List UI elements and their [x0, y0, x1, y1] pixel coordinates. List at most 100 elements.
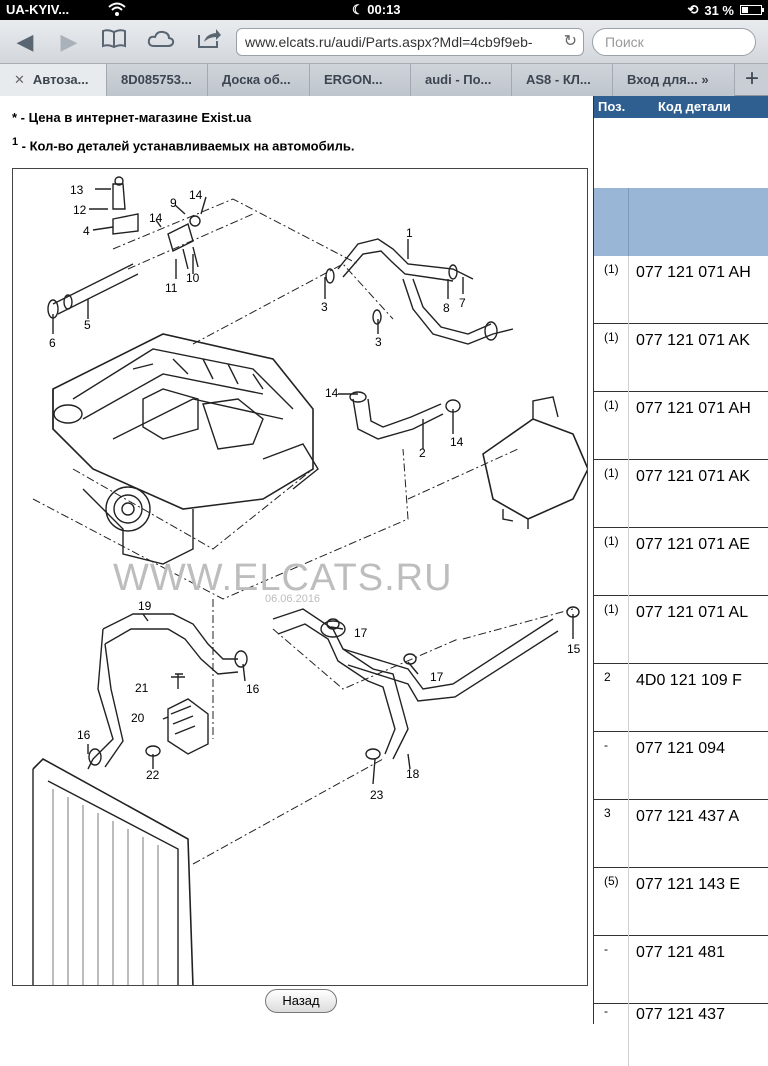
- callout-6: 6: [49, 336, 56, 350]
- table-row[interactable]: (1) 077 121 071 AH: [594, 392, 768, 460]
- callout-9: 9: [170, 196, 177, 210]
- callout-8: 8: [443, 301, 450, 315]
- row-pos: -: [604, 1004, 608, 1018]
- tab-7[interactable]: Вход для... »: [613, 64, 735, 96]
- row-code[interactable]: 077 121 481: [636, 944, 725, 961]
- callout-15: 15: [567, 642, 581, 656]
- callout-21: 21: [135, 681, 149, 695]
- callout-5: 5: [84, 318, 91, 332]
- search-input[interactable]: Поиск: [592, 28, 756, 56]
- parts-diagram: 1 2 3 3 4 5 6 7 8 9 10 11 12 13 14 14 14…: [12, 168, 588, 986]
- table-row[interactable]: (5)077 121 143 E: [594, 868, 768, 936]
- table-row[interactable]: - 077 121 481: [594, 936, 768, 1004]
- bookmarks-icon[interactable]: [99, 27, 129, 57]
- row-code[interactable]: 077 121 071 AE: [636, 536, 750, 553]
- table-row[interactable]: (1) 077 121 071 AE: [594, 528, 768, 596]
- callout-13: 13: [70, 183, 84, 197]
- diagram-callouts: 1 2 3 3 4 5 6 7 8 9 10 11 12 13 14 14 14…: [49, 183, 581, 802]
- row-code[interactable]: 077 121 071 AK: [636, 332, 750, 349]
- table-row[interactable]: (1)077 121 071 AK: [594, 460, 768, 528]
- url-bar[interactable]: www.elcats.ru/audi/Parts.aspx?Mdl=4cb9f9…: [236, 28, 584, 56]
- row-code[interactable]: 077 121 071 AH: [636, 264, 751, 281]
- back-button[interactable]: Назад: [265, 989, 337, 1013]
- reload-icon[interactable]: ↻: [563, 33, 577, 50]
- row-code[interactable]: 077 121 437: [636, 1006, 725, 1023]
- callout-3: 3: [321, 300, 328, 314]
- tab-label: Автоза...: [32, 72, 89, 87]
- row-pos: (1): [604, 330, 619, 344]
- tab-label: Доска об...: [222, 72, 291, 87]
- row-pos: (1): [604, 602, 619, 616]
- row-code[interactable]: 077 121 071 AL: [636, 604, 749, 621]
- callout-11: 11: [165, 281, 178, 295]
- price-note: * - Цена в интернет-магазине Exist.ua: [12, 110, 252, 125]
- battery-percent: 31 %: [704, 2, 734, 18]
- wifi-icon: [108, 1, 126, 20]
- row-pos: (1): [604, 534, 619, 548]
- tab-1[interactable]: ✕ Автоза...: [0, 64, 107, 96]
- header-code: Код детали: [658, 99, 731, 114]
- row-pos: -: [604, 738, 608, 752]
- table-row[interactable]: - 077 121 437: [594, 998, 768, 1066]
- callout-23: 23: [370, 788, 384, 802]
- tab-label: audi - По...: [425, 72, 492, 87]
- tab-6[interactable]: AS8 - КЛ...: [512, 64, 613, 96]
- tab-4[interactable]: ERGON...: [310, 64, 411, 96]
- tab-5[interactable]: audi - По...: [411, 64, 512, 96]
- share-icon[interactable]: [194, 27, 224, 57]
- table-row[interactable]: - 077 121 094: [594, 732, 768, 800]
- row-code[interactable]: 077 121 071 AH: [636, 400, 751, 417]
- back-arrow-icon[interactable]: ◀: [16, 29, 34, 54]
- callout-18: 18: [406, 767, 420, 781]
- table-row[interactable]: (1) 077 121 071 AH: [594, 256, 768, 324]
- time-label: 00:13: [367, 2, 401, 17]
- row-code[interactable]: 4D0 121 109 F: [636, 672, 742, 689]
- callout-4: 4: [83, 224, 90, 238]
- callout-19: 19: [138, 599, 152, 613]
- more-tabs-icon[interactable]: »: [701, 72, 709, 87]
- tab-2[interactable]: 8D085753...: [107, 64, 208, 96]
- new-tab-icon[interactable]: +: [744, 65, 759, 92]
- callout-10: 10: [186, 271, 200, 285]
- callout-7: 7: [459, 296, 466, 310]
- table-header: Поз. Код детали: [594, 96, 768, 118]
- table-row[interactable]: (1) 077 121 071 AK: [594, 324, 768, 392]
- row-pos: (1): [604, 398, 619, 412]
- tab-3[interactable]: Доска об...: [208, 64, 310, 96]
- callout-14c: 14: [325, 386, 339, 400]
- callout-3b: 3: [375, 335, 382, 349]
- row-code[interactable]: 077 121 143 E: [636, 876, 741, 893]
- row-pos: (1): [604, 262, 619, 276]
- table-row[interactable]: (1) 077 121 071 AL: [594, 596, 768, 664]
- callout-14a: 14: [189, 188, 203, 202]
- callout-16a: 16: [246, 682, 260, 696]
- carrier-label: UA-KYIV...: [6, 2, 70, 17]
- parts-table: Поз. Код детали (1) 077 121 071 AH (1) 077…: [593, 96, 768, 1066]
- header-pos: Поз.: [598, 99, 626, 114]
- callout-16b: 16: [77, 728, 91, 742]
- tab-bar: ✕ Автоза... 8D085753... Доска об... ERGON…: [0, 64, 768, 96]
- status-bar: UA-KYIV... ☾ 00:13 ⟲ 31 %: [0, 0, 768, 20]
- callout-12: 12: [73, 203, 87, 217]
- callout-14d: 14: [450, 435, 464, 449]
- row-pos: -: [604, 942, 608, 956]
- close-tab-icon[interactable]: ✕: [14, 72, 25, 87]
- icloud-icon[interactable]: [146, 27, 176, 57]
- clock: ☾ 00:13: [352, 2, 401, 18]
- tab-label: ERGON...: [324, 72, 383, 87]
- browser-toolbar: ◀ ▶ www.elcats.ru/audi/Parts.aspx?Mdl=4c…: [0, 20, 768, 64]
- callout-17b: 17: [430, 670, 444, 684]
- status-right: ⟲ 31 %: [687, 2, 764, 18]
- tab-label: Вход для...: [627, 72, 698, 87]
- forward-arrow-icon[interactable]: ▶: [60, 29, 78, 54]
- qty-note-mark: 1: [12, 136, 19, 148]
- tab-label: 8D085753...: [121, 72, 192, 87]
- callout-14b: 14: [149, 211, 163, 225]
- qty-note: 1 - Кол-во деталей устанавливаемых на ав…: [12, 136, 354, 153]
- watermark: WWW.ELCATS.RU: [113, 557, 453, 599]
- row-code[interactable]: 077 121 437 A: [636, 808, 740, 825]
- row-code[interactable]: 077 121 094: [636, 740, 725, 757]
- row-code[interactable]: 077 121 071 AK: [636, 468, 750, 485]
